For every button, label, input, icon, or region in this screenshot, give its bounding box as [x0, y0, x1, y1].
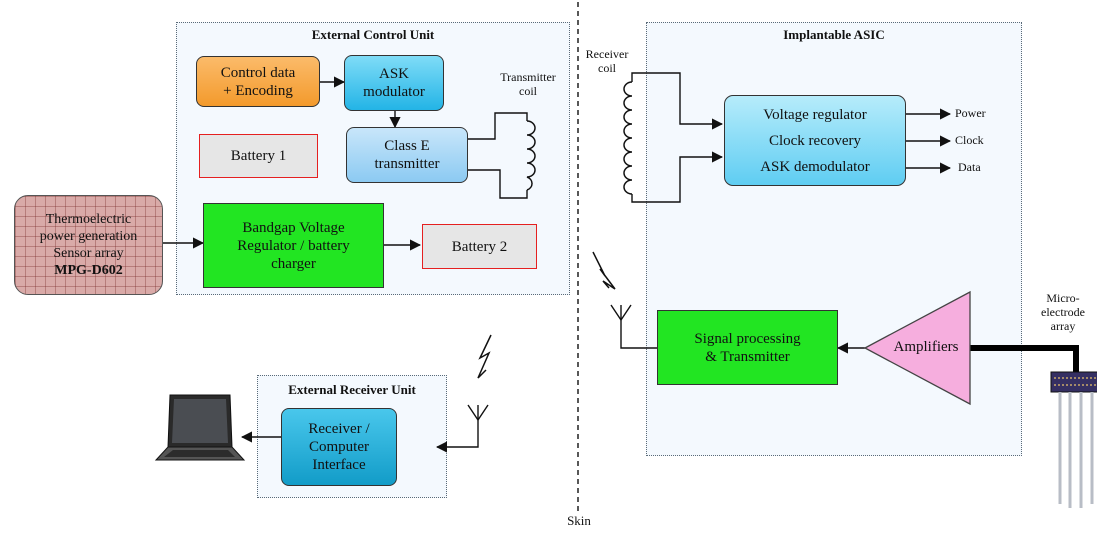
clock-output-label: Clock [955, 133, 984, 147]
class-e-transmitter-block: Class E transmitter [346, 127, 468, 183]
lightning-icon [477, 334, 492, 379]
receiver-coil-label: Receiver coil [585, 47, 629, 75]
data-output-label: Data [958, 160, 981, 174]
antenna-icon [610, 304, 632, 322]
antenna-icon [467, 404, 489, 422]
battery-1: Battery 1 [199, 134, 318, 178]
battery-2: Battery 2 [422, 224, 537, 269]
thermoelectric-sensor-block: Thermoelectric power generation Sensor a… [14, 195, 163, 295]
power-output-label: Power [955, 106, 986, 120]
microelectrode-probe-icon [1050, 371, 1097, 508]
lightning-icon [592, 251, 616, 290]
ask-modulator-block: ASK modulator [344, 55, 444, 111]
amplifiers-triangle [863, 290, 971, 406]
control-data-encoding-block: Control data + Encoding [196, 56, 320, 107]
microelectrode-label: Micro- electrode array [1041, 291, 1085, 333]
external-receiver-unit-title: External Receiver Unit [288, 382, 416, 397]
bandgap-regulator-block: Bandgap Voltage Regulator / battery char… [203, 203, 384, 288]
laptop-icon [154, 394, 246, 461]
skin-label: Skin [567, 513, 591, 528]
transmitter-coil-label: Transmitter coil [500, 70, 556, 98]
amplifiers-label: Amplifiers [893, 339, 959, 355]
external-control-unit-title: External Control Unit [311, 27, 435, 42]
electrode-lead [970, 345, 1079, 372]
voltage-regulator-block: Voltage regulator Clock recovery ASK dem… [724, 95, 906, 186]
receiver-interface-block: Receiver / Computer Interface [281, 408, 397, 486]
implantable-asic-title: Implantable ASIC [783, 27, 885, 42]
transmitter-coil-icon [526, 120, 536, 191]
signal-processing-block: Signal processing & Transmitter [657, 310, 838, 385]
receiver-coil-icon [623, 81, 633, 195]
